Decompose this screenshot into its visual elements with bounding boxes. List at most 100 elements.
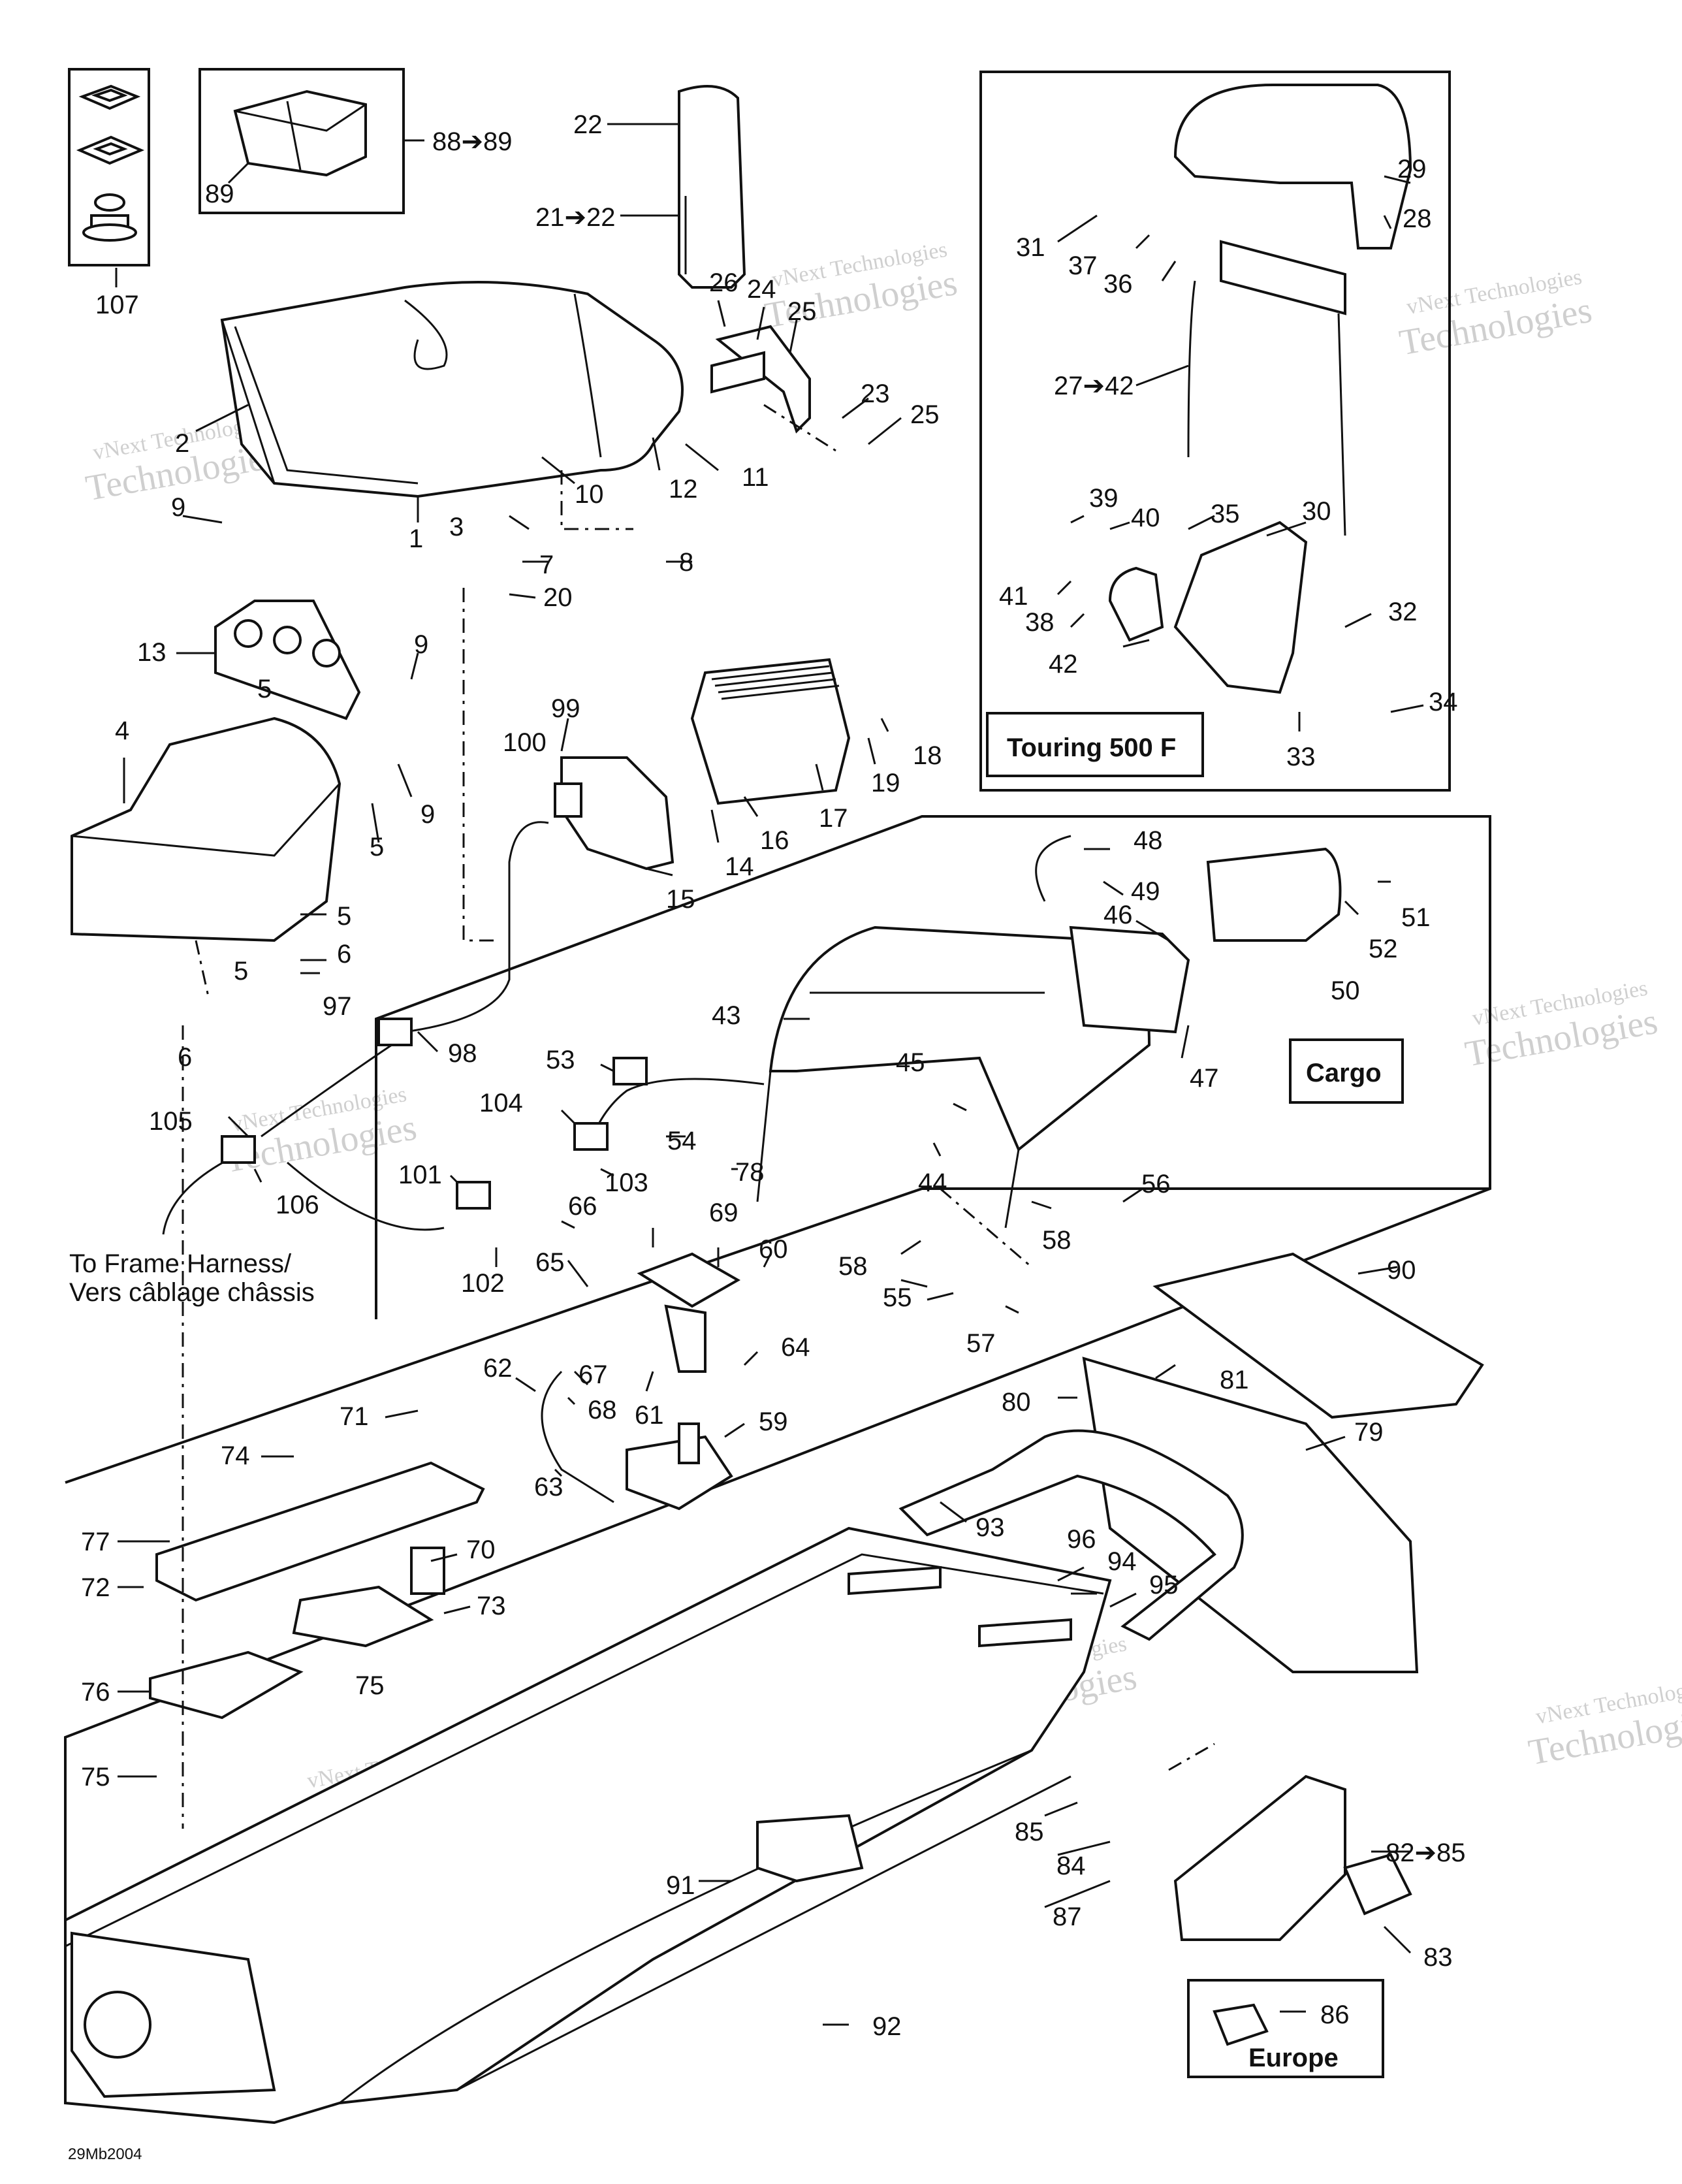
seat-base [71, 600, 361, 942]
note-line2: Vers câblage châssis [69, 1278, 315, 1307]
callout-52: 52 [1369, 935, 1398, 963]
assembly-lines [182, 404, 1215, 1829]
cargo-rack [756, 847, 1342, 1228]
callout-11: 11 [742, 463, 769, 492]
seat-cover [233, 89, 367, 177]
callout-65: 65 [535, 1248, 565, 1277]
callout-25: 25 [910, 400, 940, 429]
callout-14: 14 [725, 852, 754, 881]
grommet-kit [76, 84, 145, 242]
callout-25: 25 [787, 297, 817, 326]
callout-58: 58 [838, 1252, 868, 1281]
callout-59: 59 [759, 1407, 788, 1436]
callout-100: 100 [503, 728, 547, 757]
callout-36: 36 [1103, 270, 1133, 298]
connector-54 [612, 1057, 648, 1085]
callout-103: 103 [605, 1168, 648, 1197]
callout-1: 1 [409, 524, 423, 553]
tunnel [64, 1526, 1112, 2125]
callout-2: 2 [175, 429, 189, 458]
callout-87: 87 [1053, 1903, 1082, 1931]
callout-28: 28 [1403, 204, 1432, 233]
callout-22: 22 [573, 110, 603, 139]
europe-label: Europe [1248, 2044, 1339, 2072]
connector-103 [573, 1122, 609, 1151]
callout-15: 15 [666, 885, 695, 914]
callout-86: 86 [1320, 2000, 1350, 2029]
callout-70: 70 [466, 1535, 496, 1564]
connector-97 [377, 1018, 413, 1046]
callout-12: 12 [669, 475, 698, 504]
diagram-code: 29Mb2004 [68, 2145, 142, 2163]
callout-81: 81 [1220, 1366, 1249, 1394]
callout-72: 72 [81, 1573, 110, 1602]
callout-89: 89 [205, 180, 234, 208]
callout-17: 17 [819, 804, 848, 833]
callout-7: 7 [539, 551, 554, 579]
brackets [149, 1461, 485, 1720]
callout-40: 40 [1131, 504, 1160, 532]
callout-57: 57 [966, 1329, 996, 1358]
callout-38: 38 [1025, 608, 1055, 637]
callout-18: 18 [913, 741, 942, 770]
callout-84: 84 [1056, 1852, 1086, 1880]
touring-backrest [1108, 84, 1412, 694]
cargo-label: Cargo [1306, 1059, 1382, 1087]
callout-66: 66 [568, 1192, 597, 1221]
callout-37: 37 [1068, 251, 1098, 280]
callout-73: 73 [477, 1592, 506, 1620]
callout-55: 55 [883, 1283, 912, 1312]
callout-83: 83 [1423, 1943, 1453, 1972]
cargo-frame [64, 815, 1491, 1959]
wiring [162, 821, 1071, 1235]
callout-105: 105 [149, 1107, 193, 1136]
callout-49: 49 [1131, 877, 1160, 906]
callout-58: 58 [1042, 1226, 1071, 1255]
rear-cap [1173, 1774, 1412, 2046]
callout-47: 47 [1190, 1064, 1219, 1093]
callout-4: 4 [115, 716, 129, 745]
callout-13: 13 [137, 638, 167, 667]
callout-82-85: 82➔85 [1386, 1839, 1466, 1867]
callout-29: 29 [1397, 155, 1427, 184]
callout-44: 44 [918, 1168, 947, 1197]
callout-3: 3 [449, 513, 464, 541]
callout-91: 91 [666, 1871, 695, 1900]
backrest-pad [678, 85, 746, 289]
callout-93: 93 [976, 1513, 1005, 1542]
callout-60: 60 [759, 1235, 788, 1264]
callout-6: 6 [337, 940, 351, 969]
callout-106: 106 [276, 1191, 319, 1219]
cargo-frame-lower [65, 1187, 1490, 1484]
callout-77: 77 [81, 1528, 110, 1556]
callout-67: 67 [579, 1360, 608, 1389]
callout-10: 10 [575, 480, 604, 509]
callout-51: 51 [1401, 903, 1431, 932]
cargo-box [1289, 1038, 1404, 1104]
callout-23: 23 [861, 379, 890, 408]
callout-9: 9 [171, 493, 185, 522]
callout-43: 43 [712, 1001, 741, 1030]
touring-label: Touring 500 F [1007, 733, 1176, 762]
callout-61: 61 [635, 1401, 664, 1430]
callout-90: 90 [1387, 1256, 1416, 1285]
callout-33: 33 [1286, 743, 1316, 771]
note-line1: To Frame Harness/ [69, 1249, 292, 1278]
callout-63: 63 [534, 1473, 563, 1502]
callout-88-89: 88➔89 [432, 127, 513, 156]
callout-85: 85 [1015, 1818, 1044, 1846]
tail-light [554, 658, 851, 871]
callout-95: 95 [1149, 1571, 1179, 1599]
europe-box [1187, 1979, 1384, 2078]
callout-102: 102 [461, 1269, 505, 1298]
grommet-kit-box [68, 68, 150, 266]
callout-80: 80 [1002, 1388, 1031, 1417]
callout-98: 98 [448, 1039, 477, 1068]
callout-96: 96 [1067, 1525, 1096, 1554]
callout-74: 74 [221, 1441, 250, 1470]
callout-53: 53 [546, 1046, 575, 1074]
callout-78: 78 [735, 1158, 765, 1187]
callout-56: 56 [1141, 1170, 1171, 1198]
callout-107: 107 [95, 291, 139, 319]
